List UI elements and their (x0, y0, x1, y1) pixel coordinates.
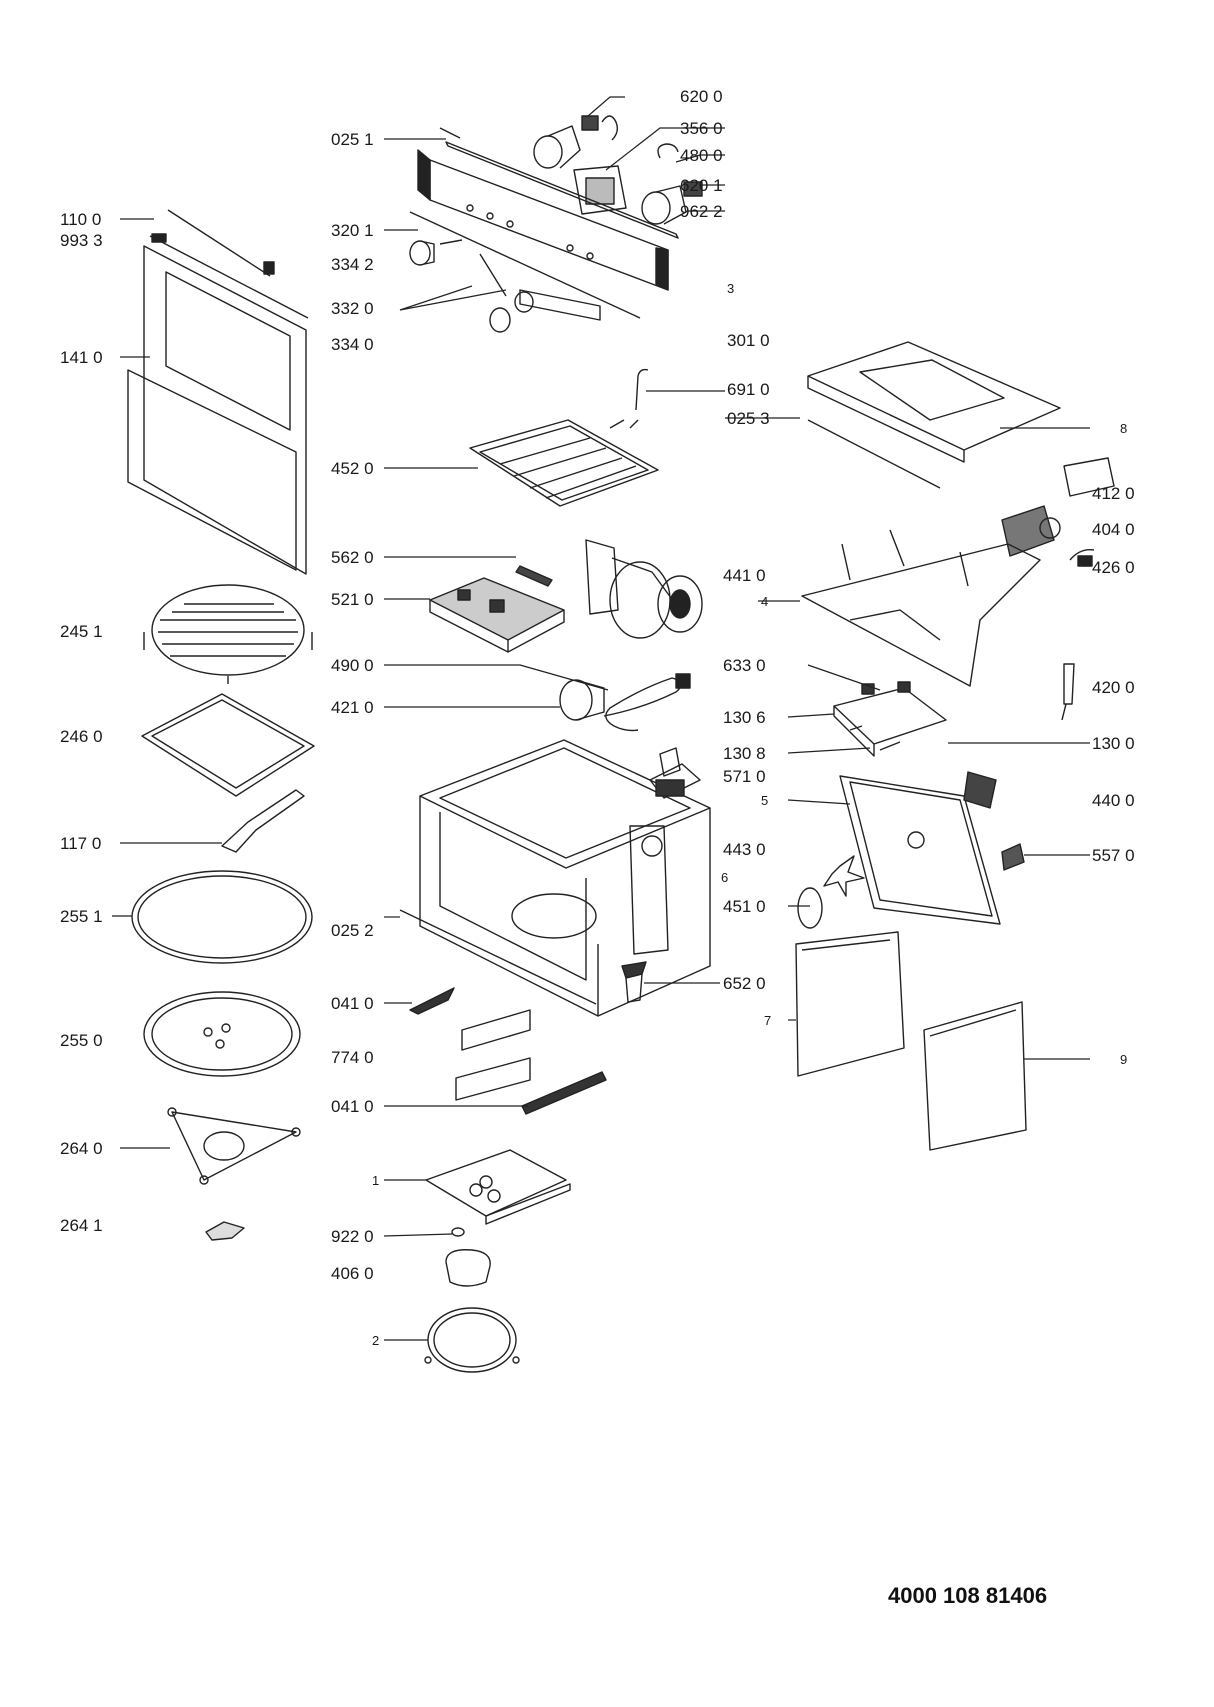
baking-tray-part (141, 693, 315, 797)
base-plate-part (801, 529, 1041, 687)
part-label: 334 2 (331, 255, 374, 274)
capacitor-part (559, 679, 605, 721)
oven-door-part (127, 209, 309, 575)
part-label: 025 1 (331, 130, 374, 149)
circuit-board-part (429, 577, 565, 653)
part-label: 041 0 (331, 994, 374, 1013)
leader-lines (112, 96, 1090, 1341)
part-label: 426 0 (1092, 558, 1135, 577)
part-label: 421 0 (331, 698, 374, 717)
part-label: 264 0 (60, 1139, 103, 1158)
power-cord-part (603, 673, 691, 732)
roller-support-part (167, 1107, 301, 1185)
part-label: 691 0 (727, 380, 770, 399)
temp-sensor-part (1001, 843, 1025, 871)
part-label: 6 (721, 870, 729, 885)
part-label: 246 0 (60, 727, 103, 746)
thermostat-part (1069, 549, 1095, 567)
fan-blade-part (823, 855, 865, 897)
part-label: 332 0 (331, 299, 374, 318)
part-label: 117 0 (60, 834, 102, 853)
lamp-holder-part (533, 115, 619, 169)
part-label: 301 0 (727, 331, 770, 350)
part-label: 320 1 (331, 221, 374, 240)
part-label: 1 (372, 1173, 380, 1188)
turntable-plate-part (143, 991, 301, 1077)
oven-cavity-part (419, 739, 711, 1017)
antenna-ring-part (424, 1307, 520, 1373)
part-label: 557 0 (1092, 846, 1135, 865)
support-rail-parts (399, 909, 607, 1115)
connector-part (655, 747, 685, 797)
part-label: 774 0 (331, 1048, 374, 1067)
part-label: 356 0 (680, 119, 723, 138)
part-label: 3 (727, 281, 735, 296)
part-label: 130 6 (723, 708, 766, 727)
turntable-ring-part (131, 870, 313, 964)
diode-part (1061, 663, 1075, 721)
part-label: 490 0 (331, 656, 374, 675)
part-label: 443 0 (723, 840, 766, 859)
part-label: 993 3 (60, 231, 103, 250)
cover-plate-part (807, 341, 1061, 489)
part-label: 9 (1120, 1052, 1128, 1067)
part-label: 922 0 (331, 1227, 374, 1246)
part-label: 264 1 (60, 1216, 103, 1235)
part-label: 420 0 (1092, 678, 1135, 697)
part-label: 334 0 (331, 335, 374, 354)
transformer-part (1001, 457, 1115, 557)
part-label: 255 0 (60, 1031, 103, 1050)
knob-parts (409, 239, 534, 333)
part-label: 480 0 (680, 146, 723, 165)
part-label: 110 0 (60, 210, 102, 229)
motor-part (445, 1227, 491, 1287)
part-label: 041 0 (331, 1097, 374, 1116)
part-label: 412 0 (1092, 484, 1135, 503)
wire-rack-part (143, 584, 313, 684)
part-label: 440 0 (1092, 791, 1135, 810)
part-label: 441 0 (723, 566, 766, 585)
tray-handle-part (221, 789, 305, 853)
filter-part (621, 961, 647, 1003)
part-label: 652 0 (723, 974, 766, 993)
part-label: 130 8 (723, 744, 766, 763)
part-label: 025 3 (727, 409, 770, 428)
part-label: 521 0 (331, 590, 374, 609)
part-label: 620 0 (680, 87, 723, 106)
part-label: 130 0 (1092, 734, 1135, 753)
motor-ring-part (797, 887, 823, 929)
document-number: 4000 108 81406 (888, 1583, 1048, 1608)
fan-motor-part (585, 539, 703, 639)
part-label: 633 0 (723, 656, 766, 675)
part-label: 5 (761, 793, 769, 808)
part-label: 025 2 (331, 921, 374, 940)
part-label: 571 0 (723, 767, 766, 786)
part-label: 620 1 (680, 176, 723, 195)
side-panel-right-part (923, 1001, 1027, 1151)
part-label: 404 0 (1092, 520, 1135, 539)
part-label: 4 (761, 594, 769, 609)
part-label: 7 (764, 1013, 772, 1028)
coupler-part (205, 1221, 245, 1241)
stirrer-part (425, 1149, 571, 1225)
part-label: 141 0 (60, 348, 103, 367)
part-label: 255 1 (60, 907, 103, 926)
part-label: 8 (1120, 421, 1128, 436)
side-panel-left-part (795, 931, 905, 1077)
control-panel-part (409, 127, 679, 321)
part-label: 962 2 (680, 202, 723, 221)
part-label: 451 0 (723, 897, 766, 916)
back-panel-part (839, 771, 1001, 925)
grill-element-part (469, 368, 659, 507)
part-label: 452 0 (331, 459, 374, 478)
relay-board-part (833, 681, 947, 757)
part-label: 562 0 (331, 548, 374, 567)
part-label: 406 0 (331, 1264, 374, 1283)
fuse-part (515, 565, 553, 587)
part-label: 245 1 (60, 622, 103, 641)
part-label: 2 (372, 1333, 380, 1348)
